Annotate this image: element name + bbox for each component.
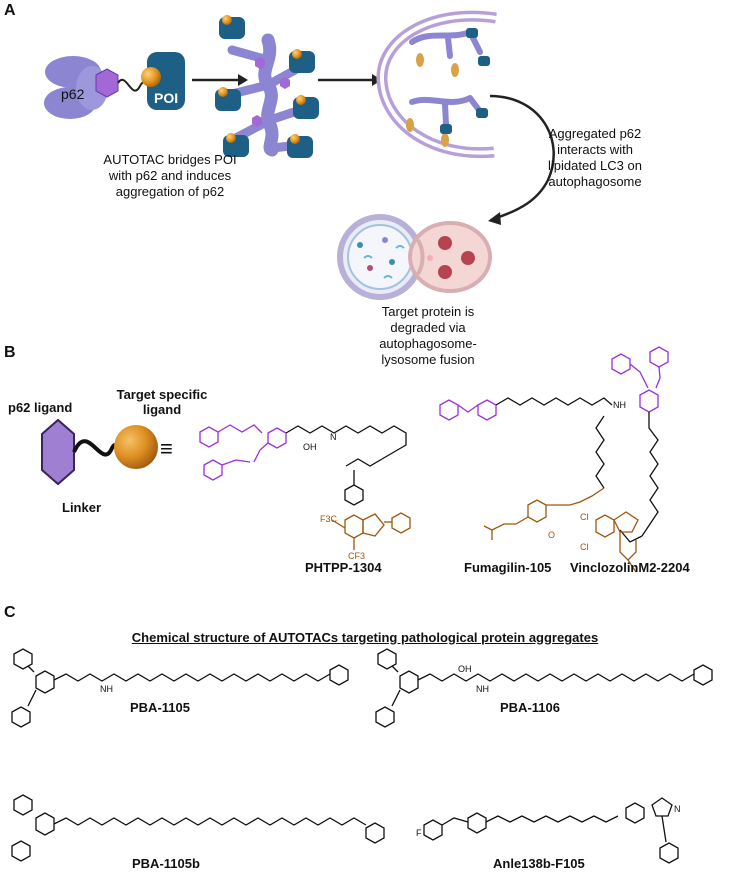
compound-fumagilin-105: Fumagilin-105 — [464, 560, 552, 575]
arrow-to-lysosome — [488, 94, 555, 225]
structure-pba-1106 — [375, 648, 713, 728]
structure-fumagilin-105 — [439, 397, 613, 540]
p62-ligand-label: p62 ligand — [8, 400, 73, 415]
cf3-atom: CF3 — [348, 551, 366, 561]
n-atom-c4: N — [674, 804, 681, 814]
caption-lc3: Aggregated p62 interacts with lipidated … — [548, 126, 642, 189]
caption-bridge: AUTOTAC bridges POI with p62 and induces… — [103, 152, 237, 199]
oh-atom: OH — [303, 442, 317, 452]
f-atom: F — [416, 828, 422, 838]
phagophore-membrane — [376, 10, 497, 159]
structure-pba-1105 — [11, 648, 349, 728]
arrow-to-autophagosome — [318, 74, 382, 86]
cl-atom-2: Cl — [580, 542, 589, 552]
oh-atom-c2: OH — [458, 664, 472, 674]
p62-text: p62 — [61, 86, 85, 102]
nh-atom: NH — [613, 400, 626, 410]
nh-atom-c2: NH — [476, 684, 489, 694]
cl-atom-1: Cl — [580, 512, 589, 522]
compound-anle138b-f105: Anle138b-F105 — [493, 856, 585, 871]
linker-label: Linker — [62, 500, 102, 515]
compound-pba-1105b: PBA-1105b — [132, 856, 200, 871]
autotac-cartoon — [41, 418, 158, 486]
structure-pba-1105b — [11, 794, 385, 862]
structure-anle138b-f105 — [423, 797, 679, 864]
compound-pba-1106: PBA-1106 — [500, 700, 560, 715]
caption-degraded: Target protein is degraded via autophago… — [379, 304, 477, 367]
compound-pba-1105: PBA-1105 — [130, 700, 190, 715]
compound-phtpp-1304: PHTPP-1304 — [305, 560, 382, 575]
structure-phtpp-1304 — [199, 424, 411, 550]
panel-c-label: C — [4, 604, 16, 621]
autolysosome-fusion — [337, 214, 492, 300]
nh-atom-c1: NH — [100, 684, 113, 694]
autotac-molecule-illustration — [44, 52, 185, 119]
panel-a-label: A — [4, 2, 16, 19]
p62-aggregate — [215, 15, 319, 158]
n-atom: N — [330, 432, 337, 442]
f3c-atom: F3C — [320, 514, 338, 524]
panel-c-title: Chemical structure of AUTOTACs targeting… — [131, 630, 599, 645]
structure-vinclozolinm2-2204 — [595, 346, 669, 573]
arrow-to-aggregate — [192, 74, 248, 86]
ome-atom: O — [548, 530, 556, 540]
panel-b-label: B — [4, 344, 16, 361]
poi-text: POI — [154, 90, 179, 106]
target-ligand-label: Target specific ligand — [116, 387, 208, 417]
compound-vinclozolinm2-2204: VinclozolinM2-2204 — [570, 560, 690, 575]
equiv-sign: ≡ — [160, 436, 173, 461]
